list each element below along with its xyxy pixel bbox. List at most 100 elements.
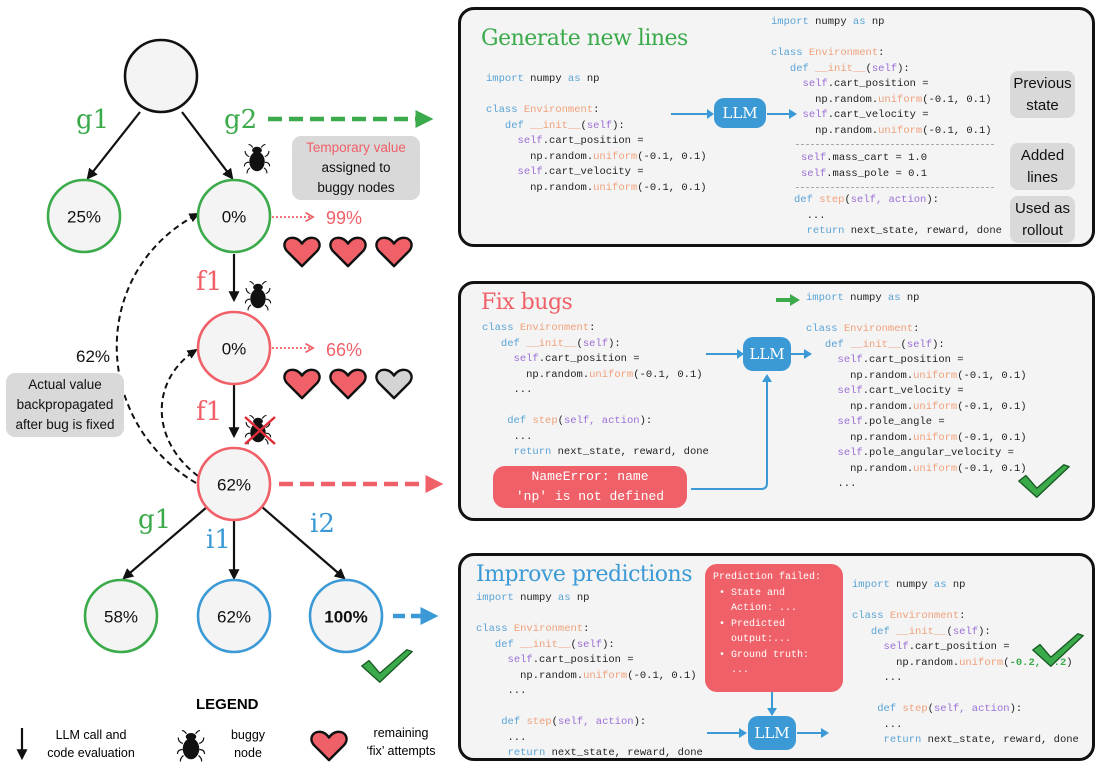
- backprop-arrow-inner: [160, 348, 199, 477]
- edge-label-g1-bottom: g1: [138, 505, 171, 535]
- edge-label-i1: i1: [206, 525, 231, 555]
- error-line: 'np' is not defined: [515, 489, 665, 504]
- tree-node-i2: [308, 578, 384, 654]
- edge-label-g1-top: g1: [76, 105, 109, 135]
- error-message: NameError: name 'np' is not defined: [493, 466, 687, 508]
- edge-label-f1-b: f1: [196, 397, 222, 427]
- generate-added-lines: self.mass_cart = 1.0 self.mass_pole = 0.…: [801, 152, 928, 180]
- temp-note-line1: Temporary value: [306, 140, 406, 155]
- llm-node: LLM: [748, 716, 796, 750]
- import-added-arrow: [776, 294, 800, 306]
- checkmark-icon: [1032, 633, 1084, 667]
- legend-item-llm-call: LLM call and code evaluation: [36, 726, 146, 762]
- tag-line: Added: [1020, 146, 1065, 164]
- rollout-tag: Used as rollout: [1010, 196, 1075, 243]
- node-value: 62%: [217, 608, 251, 627]
- tag-line: Used as: [1014, 199, 1071, 217]
- tree-node-g1-b: [83, 578, 159, 654]
- backprop-note: Actual value backpropagated after bug is…: [6, 373, 124, 437]
- tree-node-f1-a: [196, 310, 272, 386]
- prediction-failed-box: Prediction failed: • State and Action: .…: [705, 564, 843, 692]
- heart-icon: [329, 368, 367, 400]
- llm-node: LLM: [714, 98, 766, 128]
- improve-panel-title: Improve predictions: [476, 562, 692, 587]
- generate-rollout-code: def step(self, action): ... return next_…: [794, 194, 1002, 237]
- checkmark-icon: [361, 649, 413, 683]
- previous-state-tag: Previous state: [1010, 71, 1075, 118]
- divider: [796, 187, 994, 188]
- node-value: 62%: [217, 476, 251, 495]
- heart-icon: [310, 730, 348, 762]
- node-value: 0%: [222, 340, 247, 359]
- temp-note-line2: assigned to: [321, 160, 391, 175]
- tree-node-f1-b: [196, 446, 272, 522]
- search-tree: 25% 0% 0% 62% 58% 62% 100% g1 g2 f1 f1 g1 i1 i…: [16, 38, 444, 763]
- edge-label-i2: i2: [310, 509, 335, 539]
- fix-input-code: class Environment: def __init__(self): s…: [482, 322, 709, 458]
- llm-arrows: [691, 349, 812, 490]
- bug-icon: [243, 144, 271, 174]
- legend-item-buggy-node: buggy node: [218, 726, 278, 762]
- backprop-note-line3: after bug is fixed: [15, 417, 115, 432]
- legend-item-fix-attempts: remaining ‘fix’ attempts: [352, 724, 450, 760]
- temp-value-note: Temporary value assigned to buggy nodes: [292, 136, 420, 200]
- tag-line: state: [1026, 96, 1059, 114]
- legend-bug-line2: node: [234, 746, 262, 760]
- backprop-value: 62%: [76, 347, 110, 366]
- improve-input-code: import numpy as np class Environment: de…: [476, 592, 703, 759]
- backprop-arrow-outer: [115, 212, 201, 484]
- heart-icon: [283, 236, 321, 268]
- tag-line: rollout: [1022, 221, 1063, 239]
- node-value: 100%: [324, 608, 367, 627]
- bug-icon: [176, 729, 206, 763]
- legend-title: LEGEND: [196, 696, 259, 713]
- heart-icon: [375, 236, 413, 268]
- tag-line: Previous: [1013, 74, 1072, 92]
- cross-icon: [244, 416, 276, 445]
- node-value: 25%: [67, 208, 101, 227]
- edge-label-f1-a: f1: [196, 267, 222, 297]
- bug-icon: [244, 281, 272, 311]
- fix-panel: Fix bugs class Environment: def __init__…: [458, 281, 1095, 521]
- llm-arrows: [707, 692, 829, 738]
- temp-value-1: 99%: [326, 208, 362, 228]
- fix-output-code: import numpy as np class Environment: de…: [806, 292, 1027, 490]
- legend-llm-line2: code evaluation: [47, 746, 135, 760]
- tree-node-g1-a: [46, 178, 122, 254]
- tree-edges: [86, 111, 346, 581]
- fix-panel-title: Fix bugs: [481, 290, 573, 315]
- error-line: NameError: name: [531, 469, 649, 484]
- generate-input-code: import numpy as np class Environment: de…: [486, 73, 707, 194]
- tree-node-g2-a: [196, 178, 272, 254]
- edge-root-g1: [86, 111, 141, 180]
- temp-note-line3: buggy nodes: [317, 180, 395, 195]
- legend-heart-line1: remaining: [373, 726, 429, 740]
- tag-line: lines: [1027, 168, 1058, 186]
- node-value: 58%: [104, 608, 138, 627]
- improve-output-code: import numpy as np class Environment: de…: [852, 579, 1079, 746]
- backprop-note-line1: Actual value: [28, 377, 102, 392]
- temp-value-2: 66%: [326, 340, 362, 360]
- generate-panel: Generate new lines import numpy as np cl…: [458, 7, 1095, 247]
- heart-icon: [283, 368, 321, 400]
- legend-bug-line1: buggy: [230, 728, 266, 742]
- llm-arrows: [671, 109, 797, 119]
- legend-heart-line2: ‘fix’ attempts: [366, 744, 436, 758]
- generate-output-code: import numpy as np class Environment: de…: [771, 16, 992, 137]
- edge-label-g2-top: g2: [224, 105, 257, 135]
- node-value: 0%: [222, 208, 247, 227]
- legend-llm-line1: LLM call and: [55, 728, 127, 742]
- edge-root-g2: [181, 111, 234, 180]
- backprop-note-line2: backpropagated: [16, 397, 114, 412]
- edge-f1-g1: [122, 506, 208, 580]
- heart-empty-icon: [375, 368, 413, 400]
- generate-panel-title: Generate new lines: [481, 26, 688, 51]
- checkmark-icon: [1018, 464, 1070, 498]
- improve-panel: Improve predictions import numpy as np c…: [458, 553, 1095, 761]
- added-lines-tag: Added lines: [1010, 143, 1075, 190]
- divider: [796, 144, 994, 145]
- llm-node: LLM: [743, 337, 791, 371]
- tree-node-root: [123, 38, 199, 114]
- edge-f1-i2: [261, 506, 346, 580]
- heart-icon: [329, 236, 367, 268]
